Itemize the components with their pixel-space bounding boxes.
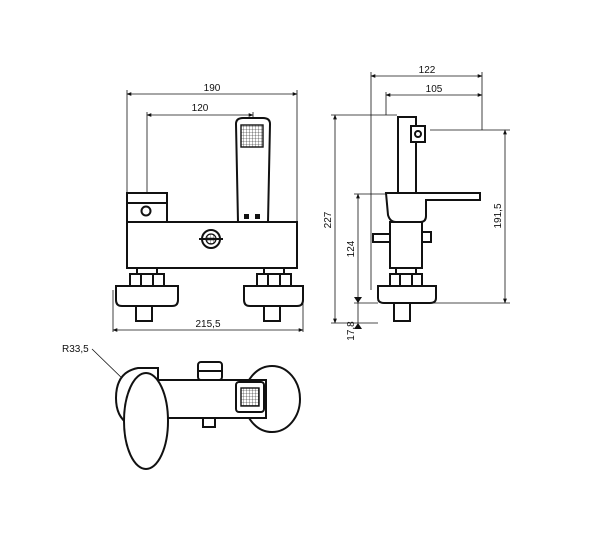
side-rosette bbox=[377, 285, 437, 304]
front-rosette-left bbox=[115, 285, 179, 307]
side-nut bbox=[389, 273, 423, 287]
leader-r33-5 bbox=[91, 348, 127, 383]
front-pipe-left bbox=[135, 305, 153, 322]
side-body bbox=[389, 221, 423, 269]
dim-arrow-17-8-bottom bbox=[354, 323, 362, 329]
side-outlet bbox=[421, 231, 432, 243]
front-diverter-hole bbox=[140, 205, 152, 217]
dim-label-191-5: 191,5 bbox=[493, 203, 504, 228]
dim-label-190: 190 bbox=[204, 83, 221, 94]
front-view: 190 120 215,5 bbox=[112, 83, 304, 332]
plan-outlet bbox=[202, 417, 216, 428]
dim-label-227: 227 bbox=[323, 211, 334, 228]
dim-arrow-17-8-top bbox=[354, 297, 362, 303]
front-nut-left bbox=[129, 273, 165, 287]
front-nut-right bbox=[256, 273, 292, 287]
plan-view: R33,5 bbox=[62, 344, 301, 470]
front-lever-dot-left bbox=[244, 214, 249, 219]
side-diverter bbox=[372, 233, 391, 243]
dim-label-122: 122 bbox=[419, 65, 436, 76]
dim-label-105: 105 bbox=[426, 84, 443, 95]
dim-label-215-5: 215,5 bbox=[195, 319, 220, 330]
side-lever-arm bbox=[384, 192, 481, 223]
front-pipe-right bbox=[263, 305, 281, 322]
plan-lever-handle bbox=[123, 372, 169, 470]
side-pipe bbox=[393, 302, 411, 322]
side-lever-screw bbox=[414, 130, 422, 138]
plan-lever-logo-grid bbox=[240, 387, 260, 407]
front-lever-dot-right bbox=[255, 214, 260, 219]
front-lever-logo-grid bbox=[240, 124, 264, 148]
dim-label-r33-5: R33,5 bbox=[62, 344, 89, 355]
dim-label-17-8: 17,8 bbox=[346, 321, 357, 341]
dim-label-120: 120 bbox=[192, 103, 209, 114]
front-rosette-right bbox=[243, 285, 304, 307]
dim-label-124: 124 bbox=[346, 240, 357, 257]
side-view: 122 105 227 124 191,5 17,8 bbox=[323, 65, 510, 341]
